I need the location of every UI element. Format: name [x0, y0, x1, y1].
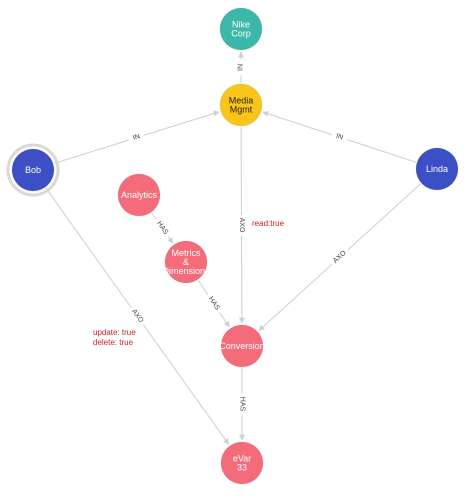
- node-label: 33: [237, 463, 247, 473]
- edge-bob-evar[interactable]: AXO: [45, 187, 230, 445]
- edge-label: IN: [132, 133, 141, 142]
- edge-label-background: [127, 304, 148, 328]
- node-label: &: [183, 257, 189, 267]
- edge-bob-media[interactable]: IN: [53, 110, 220, 164]
- edge-label-background: [236, 59, 246, 76]
- edge-linda-media[interactable]: IN: [262, 110, 417, 163]
- node-linda[interactable]: Linda: [415, 147, 459, 191]
- node-label: Linda: [426, 164, 448, 174]
- node-label: Dimensions: [162, 266, 210, 276]
- edge-label-group: AXO: [127, 304, 148, 328]
- node-circle[interactable]: [219, 7, 263, 51]
- edge-label: HAS: [239, 397, 246, 412]
- node-circle[interactable]: [11, 148, 55, 192]
- node-circle[interactable]: [117, 173, 161, 217]
- edge-media-conversion[interactable]: AXO: [236, 126, 247, 324]
- node-label: Mgmt: [230, 105, 253, 115]
- node-circle[interactable]: [219, 83, 263, 127]
- update-permission-text: update: true: [93, 328, 136, 337]
- node-label: Analytics: [121, 190, 158, 200]
- edge-label: IN: [238, 64, 245, 71]
- node-circle[interactable]: [220, 324, 264, 368]
- edge-label: AXO: [238, 218, 245, 233]
- delete-permission-text: delete: true: [93, 338, 134, 347]
- edge-label-group: AXO: [236, 214, 247, 236]
- node-bob[interactable]: Bob: [6, 143, 60, 197]
- edge-label-group: HAS: [203, 292, 224, 316]
- edge-label-group: IN: [127, 130, 146, 145]
- node-circle[interactable]: [220, 441, 264, 485]
- edge-linda-conversion[interactable]: AXO: [258, 183, 422, 331]
- read-permission-annotation: read:true: [252, 219, 284, 229]
- edge-label-background: [236, 214, 247, 236]
- edge-label-background: [237, 393, 247, 415]
- edge-label-group: IN: [236, 59, 246, 76]
- edge-label-background: [203, 292, 224, 316]
- edges-layer: IN IN IN AXO AXO AXO HAS HAS HAS: [45, 51, 422, 445]
- edge-label-group: HAS: [237, 393, 247, 415]
- node-label: Bob: [25, 165, 41, 175]
- edge-label-background: [152, 216, 173, 240]
- edge-media-nike[interactable]: IN: [236, 51, 246, 83]
- node-metrics[interactable]: Metrics&Dimensions: [162, 240, 210, 284]
- node-circle[interactable]: [415, 147, 459, 191]
- edge-analytics-metrics[interactable]: HAS: [151, 212, 174, 244]
- node-label: eVar: [233, 454, 251, 464]
- node-label: Conversion: [219, 341, 265, 351]
- node-conversion[interactable]: Conversion: [219, 324, 265, 368]
- edge-label-group: HAS: [152, 216, 173, 240]
- node-label: Media: [229, 96, 254, 106]
- update-delete-permission-annotation: update: true delete: true: [93, 328, 136, 348]
- edge-label-background: [328, 246, 352, 268]
- edge-label-background: [127, 130, 146, 145]
- selection-ring: [6, 143, 60, 197]
- edge-label-group: IN: [330, 129, 349, 145]
- edge-label: IN: [335, 133, 344, 142]
- node-analytics[interactable]: Analytics: [117, 173, 161, 217]
- edge-conversion-evar[interactable]: HAS: [237, 368, 247, 441]
- edge-metrics-conversion[interactable]: HAS: [197, 280, 230, 328]
- node-label: Corp: [231, 29, 251, 39]
- edge-label-background: [330, 129, 349, 145]
- read-permission-text: read:true: [252, 219, 285, 228]
- node-circle[interactable]: [164, 240, 208, 284]
- node-label: Metrics: [172, 248, 201, 258]
- node-label: Nike: [232, 20, 250, 30]
